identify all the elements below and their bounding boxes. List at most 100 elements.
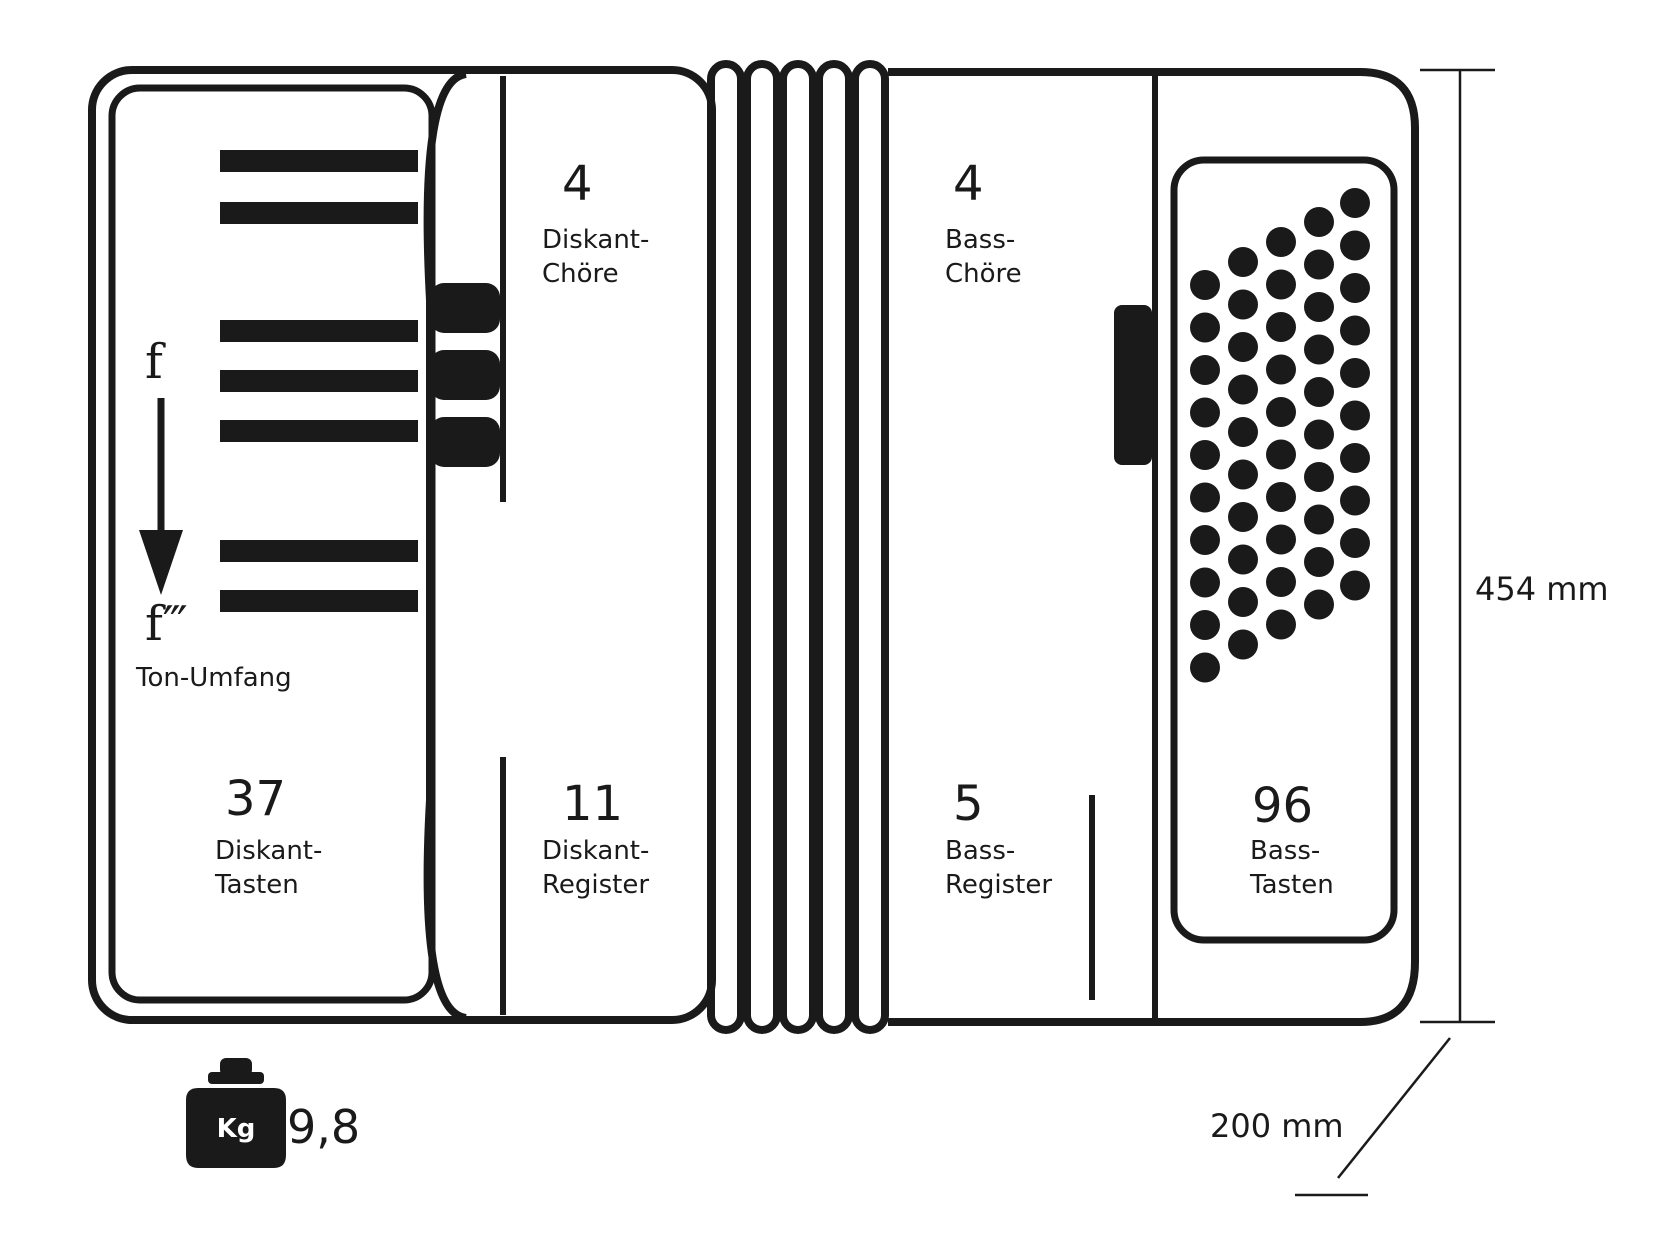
bass-button <box>1266 312 1296 342</box>
bass-button <box>1340 358 1370 388</box>
bass-button <box>1266 354 1296 385</box>
treble-choirs-label-1: Diskant- <box>542 225 649 255</box>
bass-button <box>1228 289 1258 320</box>
bass-button <box>1340 528 1370 558</box>
register-switch <box>430 350 500 400</box>
bass-buttons <box>1190 188 1370 683</box>
bass-button <box>1190 482 1220 513</box>
bellows-fold <box>779 60 817 1034</box>
treble-keys-count: 37 <box>225 771 286 827</box>
bass-button <box>1304 419 1334 450</box>
bass-button <box>1266 269 1296 300</box>
bass-button <box>1190 610 1220 640</box>
bass-button <box>1304 292 1334 322</box>
bass-button <box>1228 544 1258 575</box>
bass-button <box>1304 249 1334 280</box>
piano-key <box>220 540 418 562</box>
bass-button <box>1340 570 1370 601</box>
piano-key <box>220 420 418 442</box>
treble-keys <box>220 150 418 612</box>
depth-dimension-line <box>1337 1037 1451 1179</box>
bass-button <box>1228 502 1258 532</box>
bass-button <box>1340 400 1370 431</box>
bass-button <box>1340 443 1370 473</box>
bass-outer-frame <box>888 68 1419 1026</box>
bass-button <box>1266 439 1296 470</box>
height-dimension <box>1420 68 1495 1024</box>
keyboard-edge <box>423 70 467 1022</box>
weight-icon-body <box>186 1088 286 1168</box>
bass-button <box>1266 482 1296 512</box>
bass-choirs-label-2: Chöre <box>945 259 1022 289</box>
bellows-fold <box>815 60 853 1034</box>
arrow-head <box>139 530 183 595</box>
bass-button <box>1190 312 1220 343</box>
piano-key <box>220 202 418 224</box>
bass-button <box>1340 273 1370 303</box>
bass-button <box>1190 652 1220 683</box>
range-low-note: f‴ <box>145 596 188 652</box>
bass-button-panel <box>1170 156 1398 944</box>
bellows-fold <box>707 60 745 1034</box>
piano-key <box>220 370 418 392</box>
bass-button <box>1190 567 1220 598</box>
bass-button <box>1340 230 1370 261</box>
bass-buttons-count: 96 <box>1252 778 1313 834</box>
bass-button <box>1228 629 1258 660</box>
bass-button <box>1190 525 1220 555</box>
treble-choirs-count: 4 <box>562 156 593 212</box>
bass-button <box>1190 355 1220 385</box>
treble-registers-label-2: Register <box>542 870 649 900</box>
bellows-fold <box>851 60 889 1034</box>
bass-body <box>888 68 1419 1026</box>
range-high-note: f <box>145 334 166 390</box>
bass-button <box>1340 188 1370 218</box>
piano-key <box>220 320 418 342</box>
weight-icon-neck <box>208 1072 264 1084</box>
bass-button <box>1266 227 1296 257</box>
bass-choirs-label-1: Bass- <box>945 225 1015 255</box>
treble-choirs-label-2: Chöre <box>542 259 619 289</box>
bass-button <box>1304 504 1334 535</box>
bass-button <box>1304 589 1334 620</box>
treble-registers-label-1: Diskant- <box>542 836 649 866</box>
bass-buttons-label-1: Bass- <box>1250 836 1320 866</box>
bass-register-switch <box>1114 305 1152 465</box>
bellows <box>707 60 889 1034</box>
height-value: 454 mm <box>1475 570 1609 608</box>
register-switch <box>430 283 500 333</box>
piano-key <box>220 150 418 172</box>
bass-registers-count: 5 <box>953 776 984 832</box>
treble-keys-label-2: Tasten <box>214 870 299 900</box>
treble-keys-label-1: Diskant- <box>215 836 322 866</box>
labels: f f‴ Ton-Umfang 37 Diskant- Tasten 4 Dis… <box>135 156 1334 900</box>
depth-dimension <box>1295 1037 1451 1197</box>
weight-value: 9,8 <box>287 1100 360 1154</box>
bass-button <box>1228 374 1258 405</box>
weight-icon: Kg <box>186 1058 286 1168</box>
weight-icon-handle <box>220 1058 252 1076</box>
bass-button <box>1304 334 1334 365</box>
bass-button <box>1340 485 1370 516</box>
bass-button <box>1228 247 1258 277</box>
bass-button <box>1266 524 1296 555</box>
bass-button <box>1228 417 1258 447</box>
bass-button <box>1266 609 1296 640</box>
range-arrow <box>139 398 183 595</box>
register-switch <box>430 417 500 467</box>
weight-unit: Kg <box>217 1114 256 1144</box>
depth-value: 200 mm <box>1210 1107 1344 1145</box>
bass-button <box>1304 377 1334 407</box>
bass-buttons-label-2: Tasten <box>1249 870 1334 900</box>
bass-button <box>1190 270 1220 300</box>
bass-button <box>1228 459 1258 490</box>
bass-button <box>1190 440 1220 470</box>
bass-button <box>1190 397 1220 428</box>
treble-registers-count: 11 <box>562 776 623 832</box>
bass-button <box>1304 547 1334 577</box>
bellows-fold <box>743 60 781 1034</box>
piano-key <box>220 590 418 612</box>
bass-button <box>1266 397 1296 427</box>
bass-registers-label-2: Register <box>945 870 1052 900</box>
